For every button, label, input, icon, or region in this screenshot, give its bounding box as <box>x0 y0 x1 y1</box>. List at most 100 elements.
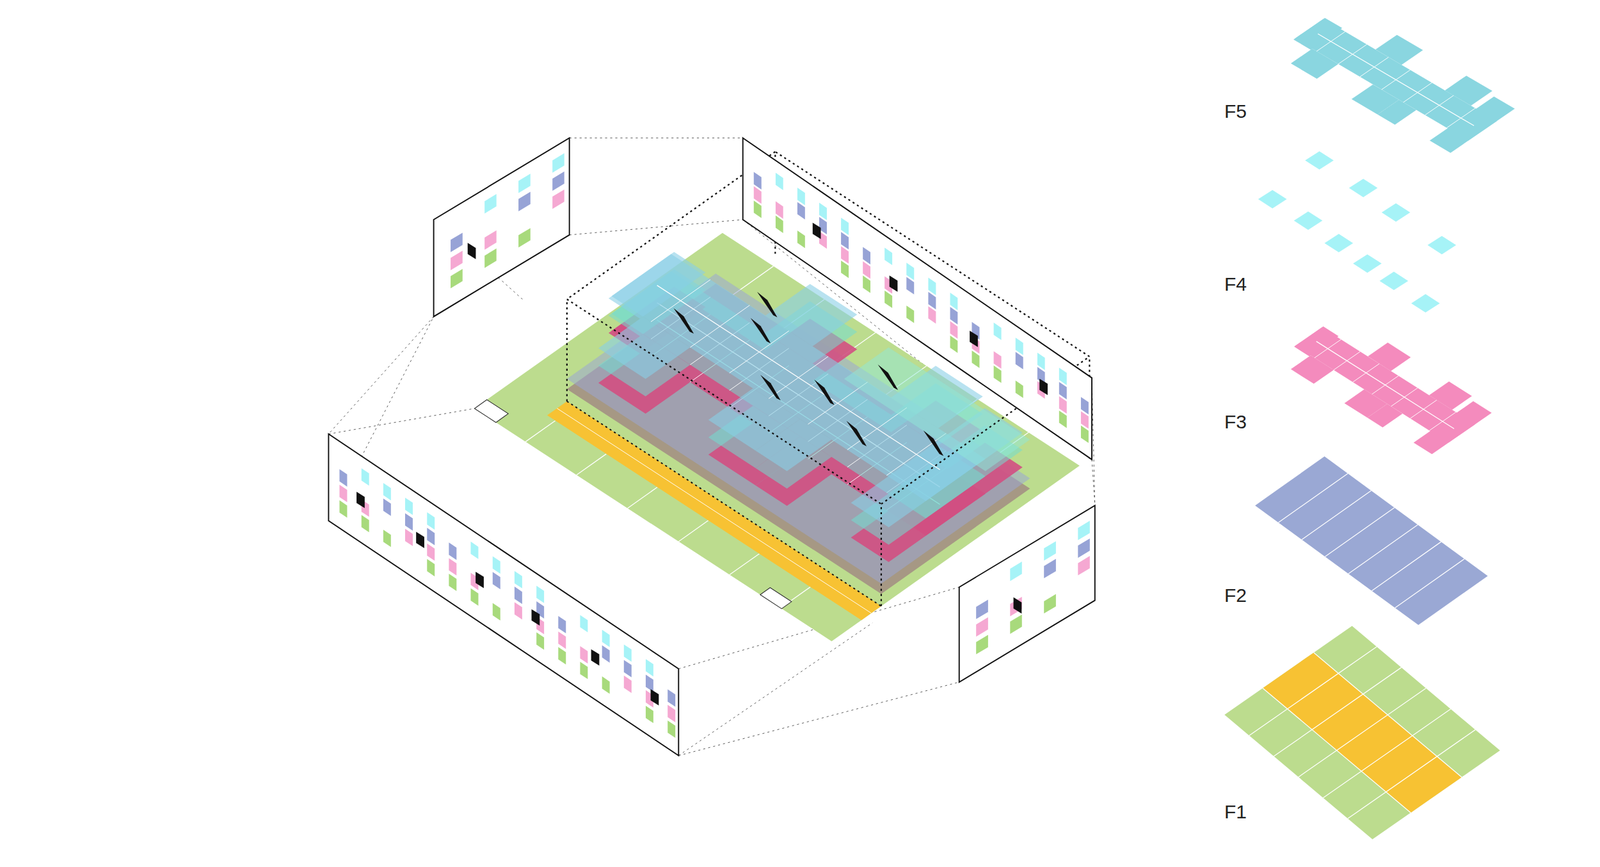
window <box>862 275 871 293</box>
window <box>339 469 347 487</box>
window <box>405 513 413 531</box>
stair-symbol <box>969 330 978 347</box>
window <box>1077 520 1090 540</box>
window <box>645 705 654 723</box>
partition-line <box>1371 541 1441 591</box>
floor-plate-f4 <box>1352 254 1382 273</box>
window <box>405 528 413 546</box>
stair-symbol <box>467 242 477 260</box>
window <box>1043 540 1056 560</box>
floor-plate-f5 <box>1377 99 1417 125</box>
floor-plate-f4 <box>1304 151 1334 170</box>
window <box>1080 410 1089 429</box>
window <box>928 277 936 296</box>
window <box>383 529 392 547</box>
window <box>971 350 980 368</box>
level-5-plate <box>598 316 690 379</box>
window <box>579 614 588 632</box>
window <box>976 634 989 655</box>
stair-symbol <box>812 222 822 240</box>
stair-symbol <box>923 430 944 456</box>
window <box>906 305 914 323</box>
window <box>552 189 564 209</box>
window <box>1037 352 1046 370</box>
projection-line <box>1091 459 1096 506</box>
window <box>797 187 806 205</box>
window <box>840 260 849 278</box>
window <box>448 558 457 576</box>
stair-symbol <box>1039 378 1048 395</box>
projection-line <box>328 408 475 434</box>
window <box>602 629 610 647</box>
volume-outline <box>566 298 568 401</box>
window <box>579 645 588 664</box>
partition-line <box>1313 652 1462 777</box>
window <box>906 262 914 280</box>
stair-symbol <box>846 420 868 447</box>
stair-symbol <box>650 688 660 706</box>
window <box>518 173 531 193</box>
floor-plate-f3 <box>1367 342 1411 371</box>
window <box>906 277 914 295</box>
floor-plate-f3 <box>1290 355 1334 384</box>
window <box>819 202 827 221</box>
elevation-panel <box>743 137 1092 459</box>
partition-line <box>1324 507 1394 557</box>
level-5-plate <box>765 283 857 346</box>
window <box>753 186 762 204</box>
window <box>950 292 959 310</box>
ground-grid <box>627 487 658 509</box>
window <box>536 585 544 603</box>
partition-line <box>1273 666 1401 756</box>
window <box>840 231 849 249</box>
window <box>426 527 435 545</box>
window <box>470 541 479 559</box>
floor-plate-f4 <box>1258 190 1288 209</box>
window <box>514 601 523 619</box>
window <box>339 499 347 518</box>
volume-outline <box>880 503 882 606</box>
window <box>339 484 347 502</box>
projection-line <box>569 137 744 139</box>
volume-outline <box>567 298 882 504</box>
window <box>602 675 610 694</box>
stair-symbol <box>591 648 600 666</box>
stair-symbol <box>750 317 772 344</box>
partition-line <box>1395 558 1465 608</box>
window <box>448 542 457 560</box>
window <box>993 350 1002 368</box>
window <box>993 365 1002 383</box>
window <box>797 201 806 219</box>
site-detail <box>760 587 792 609</box>
window <box>624 675 632 693</box>
floor-label: F4 <box>1224 274 1247 294</box>
window <box>1015 380 1024 398</box>
partition-line <box>1298 688 1426 777</box>
window <box>797 230 806 248</box>
window <box>928 305 936 324</box>
projection-line <box>678 681 959 756</box>
window <box>450 250 463 271</box>
window <box>1077 538 1090 558</box>
window <box>602 645 610 663</box>
window <box>1015 352 1024 370</box>
floor-plate-f4 <box>1349 178 1378 198</box>
window <box>884 290 893 308</box>
partition-line <box>1262 688 1411 813</box>
ground-grid <box>576 453 607 475</box>
floor-plate-f4 <box>1324 233 1354 253</box>
window <box>470 588 479 606</box>
window <box>993 322 1002 340</box>
window <box>884 247 893 265</box>
floor-label: F5 <box>1224 101 1247 121</box>
window <box>361 467 370 486</box>
window <box>775 200 784 219</box>
stair-symbol <box>531 608 541 626</box>
window <box>514 586 523 604</box>
stair-symbol <box>760 375 781 401</box>
window <box>484 248 496 268</box>
floor-plate-f4 <box>1294 211 1323 230</box>
window <box>645 674 654 692</box>
floor-plate-f1 <box>1262 652 1462 813</box>
window <box>862 261 871 279</box>
